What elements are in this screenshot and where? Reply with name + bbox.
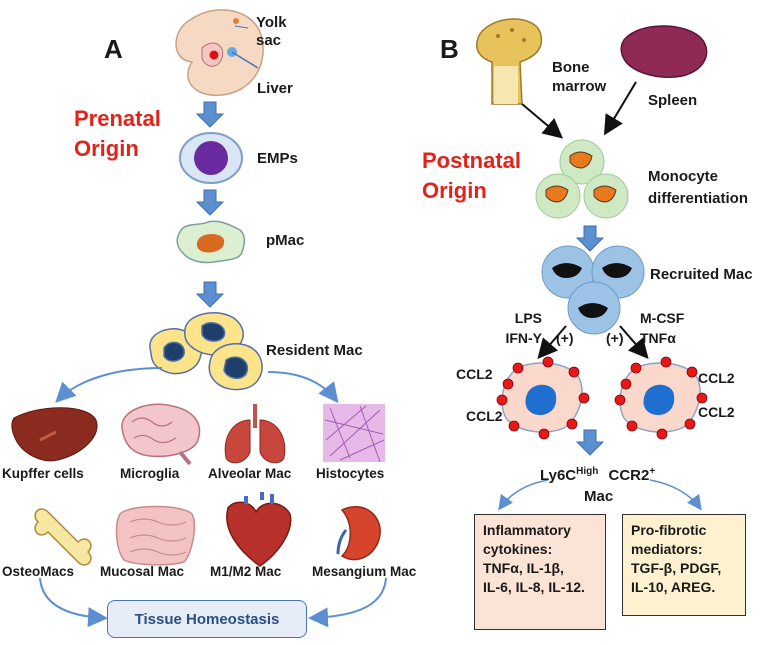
monocyte-line2: differentiation <box>648 190 748 207</box>
ccr2-text: CCR2 <box>608 467 650 484</box>
recruited-mac-label: Recruited Mac <box>650 266 753 283</box>
recruited-mac-cluster <box>541 245 645 335</box>
arrow-bone-to-monocyte <box>521 103 564 139</box>
ccl2-label-left-bottom: CCL2 <box>466 408 503 424</box>
profibrotic-mediators-box: Pro-fibrotic mediators: TGF-β, PDGF, IL-… <box>622 514 746 616</box>
postnatal-origin-line1: Postnatal <box>422 148 522 173</box>
tissue-label-m1m2: M1/M2 Mac <box>210 564 282 579</box>
tissue-label-alveolar: Alveolar Mac <box>208 466 292 481</box>
monocyte-cluster <box>535 139 629 219</box>
ccl2-label-right-top: CCL2 <box>698 370 735 386</box>
bone-marrow-line1: Bone <box>552 59 590 76</box>
stimulus-ifn: IFN-Y <box>505 330 542 346</box>
bone-marrow-illustration <box>476 18 543 105</box>
arrow-to-tissues-left <box>55 367 163 403</box>
yolk-sac-line2: sac <box>256 32 282 49</box>
embryo-illustration <box>175 9 264 97</box>
heart-illustration <box>226 492 292 567</box>
activated-mac-left <box>496 356 590 440</box>
activated-mac-right <box>614 356 708 440</box>
tissue-label-mesangium: Mesangium Mac <box>312 564 417 579</box>
flow-arrows-a <box>195 101 225 308</box>
resident-mac-cluster <box>149 312 263 391</box>
mac-label: Mac <box>584 488 614 505</box>
ccr2-superscript: + <box>649 466 656 477</box>
prenatal-origin-label: Prenatal Origin <box>74 104 161 164</box>
right-stimuli-label: M-CSF TNFα <box>640 308 684 348</box>
panel-b-letter: B <box>440 34 459 64</box>
yolk-sac-label: Yolk sac <box>256 14 287 50</box>
tissue-label-mucosal: Mucosal Mac <box>100 564 185 579</box>
resident-mac-label: Resident Mac <box>266 342 363 359</box>
arrow-to-profibrotic <box>649 479 702 511</box>
tissue-homeostasis-box: Tissue Homeostasis <box>107 600 307 638</box>
postnatal-origin-label: Postnatal Origin <box>422 146 521 206</box>
ly6c-ccr2-label: Ly6CHigh CCR2+ <box>540 466 655 484</box>
tissue-label-histocytes: Histocytes <box>316 466 385 481</box>
ly6c-superscript: High <box>576 466 599 477</box>
left-stimuli-label: LPS IFN-Y <box>502 308 542 348</box>
pmac-cell <box>176 220 246 264</box>
profibrotic-line2: mediators: <box>631 541 703 557</box>
ccl2-label-left-top: CCL2 <box>456 366 493 382</box>
panel-a-letter: A <box>104 34 123 64</box>
emp-cell <box>179 132 243 184</box>
plus-right: (+) <box>606 330 624 346</box>
intestine-illustration <box>115 505 196 566</box>
inflammatory-line1: Inflammatory <box>483 522 571 538</box>
bone-marrow-line2: marrow <box>552 78 607 95</box>
tissue-label-osteomacs: OsteoMacs <box>2 564 75 579</box>
arrow-spleen-to-monocyte <box>603 81 637 136</box>
liver-illustration <box>11 407 98 462</box>
tissue-label-microglia: Microglia <box>120 466 180 481</box>
inflammatory-line2: cytokines: <box>483 541 553 557</box>
emps-label: EMPs <box>257 150 298 167</box>
monocyte-differentiation-label: Monocyte differentiation <box>648 166 748 210</box>
brain-illustration <box>121 403 201 466</box>
lungs-illustration <box>224 404 286 464</box>
bone-marrow-label: Bone marrow <box>552 58 606 96</box>
ly6c-text: Ly6C <box>540 467 577 484</box>
inflammatory-line4: IL-6, IL-8, IL-12. <box>483 579 585 595</box>
pmac-label: pMac <box>266 232 305 249</box>
yolk-sac-line1: Yolk <box>256 14 287 31</box>
arrow-to-m2 <box>619 325 649 360</box>
kidney-illustration <box>336 505 381 561</box>
prenatal-origin-line1: Prenatal <box>74 106 161 131</box>
histocyte-tissue-image <box>323 404 385 463</box>
ccl2-label-right-bottom: CCL2 <box>698 404 735 420</box>
liver-label: Liver <box>257 80 293 97</box>
spleen-illustration <box>620 25 708 78</box>
plus-left: (+) <box>556 330 574 346</box>
stimulus-mcsf: M-CSF <box>640 310 685 326</box>
inflammatory-line3: TNFα, IL-1β, <box>483 560 564 576</box>
flow-arrows-b <box>575 225 605 456</box>
profibrotic-line3: TGF-β, PDGF, <box>631 560 722 576</box>
tissue-label-kupffer: Kupffer cells <box>2 466 84 481</box>
profibrotic-line1: Pro-fibrotic <box>631 522 707 538</box>
stimulus-lps: LPS <box>514 310 542 326</box>
profibrotic-line4: IL-10, AREG. <box>631 579 716 595</box>
arrow-to-homeostasis-right <box>308 577 387 628</box>
arrow-to-homeostasis-left <box>39 577 108 628</box>
bone-illustration <box>34 508 92 566</box>
prenatal-origin-line2: Origin <box>74 136 139 161</box>
spleen-label: Spleen <box>648 92 698 109</box>
monocyte-line1: Monocyte <box>648 168 719 185</box>
postnatal-origin-line2: Origin <box>422 178 487 203</box>
arrow-to-m1 <box>537 325 567 360</box>
arrow-to-tissues-right <box>267 371 339 404</box>
stimulus-tnfa: TNFα <box>640 330 676 346</box>
arrow-to-inflammatory <box>498 479 549 511</box>
inflammatory-cytokines-box: Inflammatory cytokines: TNFα, IL-1β, IL-… <box>474 514 606 630</box>
